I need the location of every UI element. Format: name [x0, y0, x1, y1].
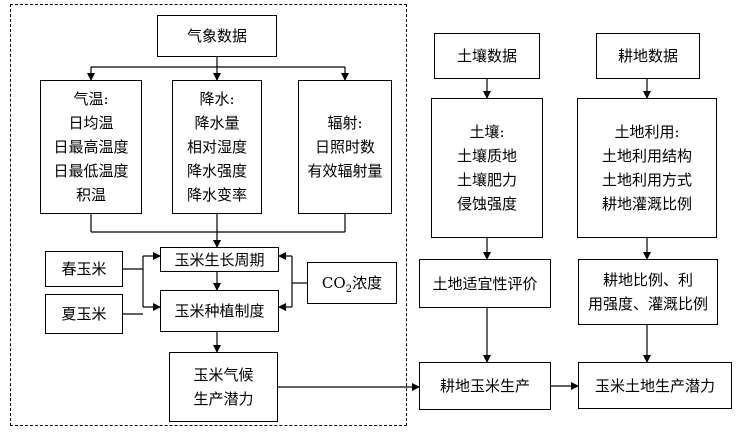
land-suitability-node: 土地适宜性评价	[419, 259, 551, 308]
arable-ratio-label: 耕地比例、利	[602, 271, 693, 289]
weather-data-title: 气象数据	[186, 27, 247, 45]
land-use-item: 土地利用结构	[601, 147, 692, 165]
co2-concentration-node: CO2浓度	[307, 262, 397, 304]
temperature-heading: 气温:	[73, 90, 109, 108]
radiation-item: 日照时数	[314, 138, 375, 156]
summer-corn-label: 夏玉米	[61, 305, 107, 323]
soil-heading: 土壤:	[469, 123, 505, 141]
precipitation-item: 降水强度	[186, 162, 247, 180]
soil-data-node: 土壤数据	[434, 33, 540, 79]
summer-corn-node: 夏玉米	[45, 294, 123, 334]
temperature-item: 日均温	[68, 114, 114, 132]
radiation-item: 有效辐射量	[307, 162, 383, 180]
arable-ratio-label: 用强度、灌溉比例	[587, 295, 708, 313]
arable-data-node: 耕地数据	[596, 33, 700, 79]
planting-system-label: 玉米种植制度	[174, 302, 265, 320]
land-use-heading: 土地利用:	[614, 123, 680, 141]
precipitation-item: 降水量	[194, 114, 240, 132]
temperature-item: 日最高温度	[53, 138, 129, 156]
climate-potential-label: 生产潜力	[193, 390, 254, 408]
arable-corn-production-label: 耕地玉米生产	[439, 377, 530, 395]
co2-concentration-label: CO2浓度	[321, 274, 383, 295]
growth-period-node: 玉米生长周期	[160, 247, 279, 272]
precipitation-item: 降水变率	[186, 186, 247, 204]
climate-potential-label: 玉米气候	[193, 366, 254, 384]
climate-module-region	[10, 4, 407, 426]
arable-ratio-node: 耕地比例、利 用强度、灌溉比例	[578, 259, 718, 325]
precipitation-heading: 降水:	[199, 90, 235, 108]
arable-corn-production-node: 耕地玉米生产	[419, 362, 551, 410]
spring-corn-label: 春玉米	[61, 260, 107, 278]
land-suitability-label: 土地适宜性评价	[432, 274, 538, 293]
planting-system-node: 玉米种植制度	[160, 290, 279, 332]
land-production-potential-node: 玉米土地生产潜力	[578, 362, 732, 409]
land-use-node: 土地利用: 土地利用结构 土地利用方式 耕地灌溉比例	[577, 98, 717, 238]
precipitation-node: 降水: 降水量 相对湿度 降水强度 降水变率	[172, 80, 262, 214]
temperature-item: 积温	[75, 186, 106, 204]
land-production-potential-label: 玉米土地生产潜力	[594, 376, 715, 395]
growth-period-label: 玉米生长周期	[174, 250, 265, 269]
land-use-item: 土地利用方式	[601, 171, 692, 189]
precipitation-item: 相对湿度	[186, 138, 247, 156]
spring-corn-node: 春玉米	[45, 251, 123, 287]
soil-item: 土壤肥力	[456, 171, 517, 189]
land-use-item: 耕地灌溉比例	[601, 195, 692, 213]
soil-item: 土壤质地	[456, 147, 517, 165]
climate-potential-node: 玉米气候 生产潜力	[169, 352, 278, 422]
soil-node: 土壤: 土壤质地 土壤肥力 侵蚀强度	[431, 98, 543, 238]
arable-data-title: 耕地数据	[617, 47, 678, 65]
temperature-node: 气温: 日均温 日最高温度 日最低温度 积温	[40, 80, 142, 214]
soil-item: 侵蚀强度	[456, 195, 517, 213]
temperature-item: 日最低温度	[53, 162, 129, 180]
soil-data-title: 土壤数据	[456, 47, 517, 65]
radiation-heading: 辐射:	[327, 114, 363, 132]
radiation-node: 辐射: 日照时数 有效辐射量	[298, 80, 392, 214]
weather-data-node: 气象数据	[157, 15, 277, 57]
